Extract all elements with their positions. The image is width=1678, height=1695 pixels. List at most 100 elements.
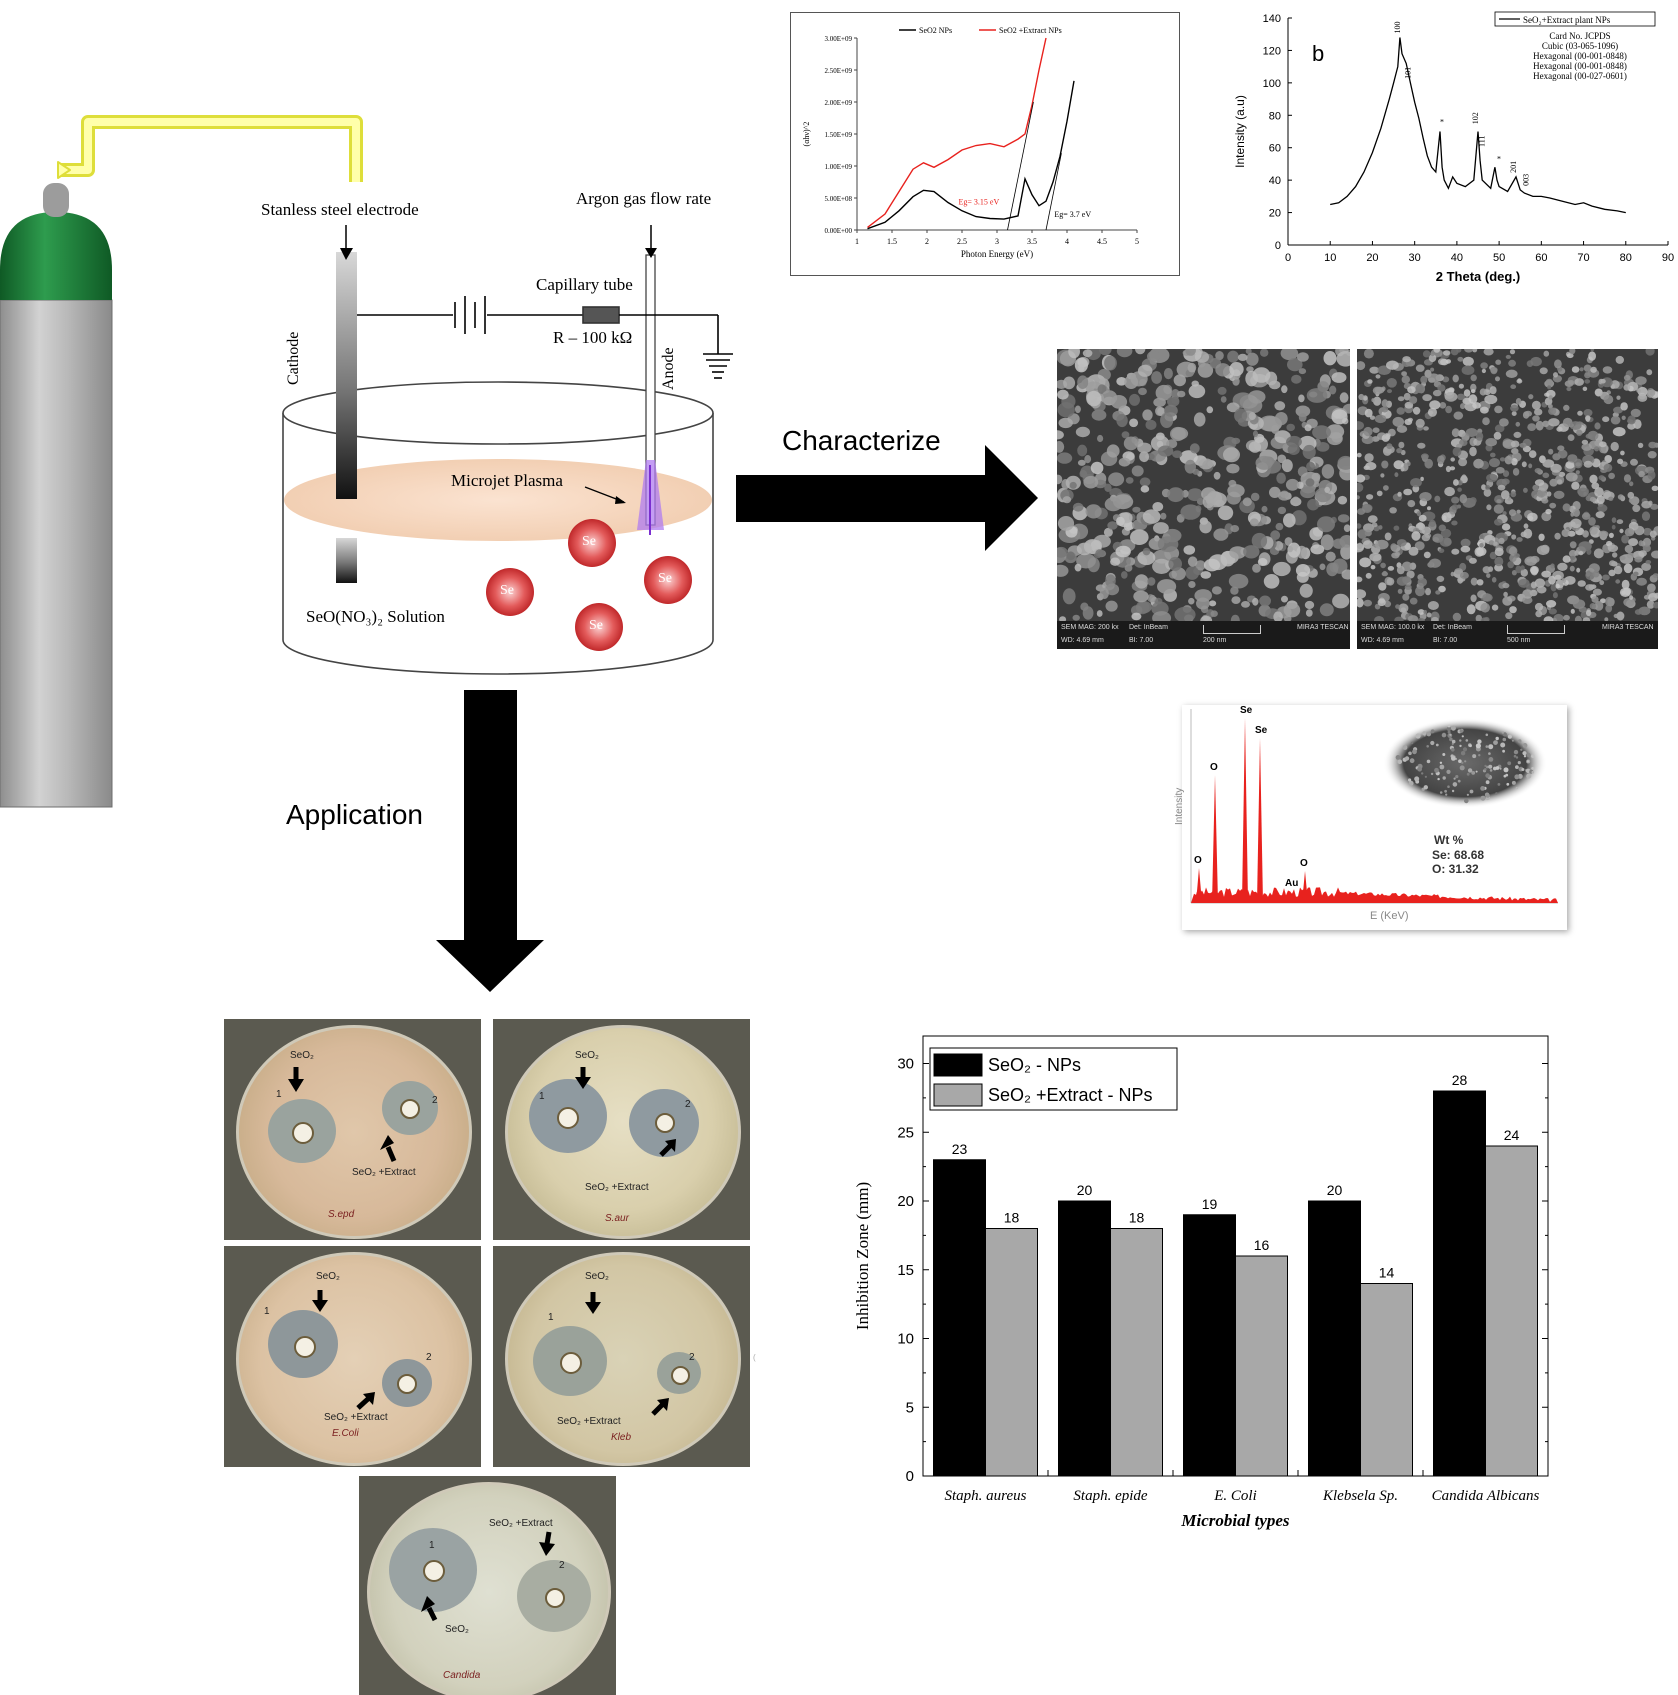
sem-grain [1585, 609, 1592, 617]
sem-grain [1528, 394, 1534, 400]
sem-grain [1619, 587, 1631, 597]
sem-grain [1057, 516, 1075, 531]
sem-grain [1173, 374, 1186, 387]
sem-grain [1227, 484, 1245, 498]
sem-grain [1611, 524, 1616, 530]
edx-inset-grain [1513, 749, 1519, 755]
sem-grain [1483, 349, 1494, 356]
sem-grain [1534, 408, 1543, 416]
sem-grain [1641, 562, 1651, 571]
sem-grain [1386, 443, 1393, 450]
sem-grain [1608, 569, 1616, 577]
sem-grain [1511, 570, 1517, 576]
sem-grain [1274, 412, 1288, 426]
sem-grain [1062, 588, 1076, 605]
tauc-legend-label: SeO2 NPs [919, 26, 952, 35]
sem-grain [1357, 482, 1364, 493]
sem-grain [1536, 586, 1547, 594]
edx-inset-grain [1459, 744, 1462, 748]
sem-grain [1445, 359, 1451, 364]
sem-grain [1484, 394, 1498, 405]
sem-grain [1472, 349, 1478, 353]
sem-grain [1458, 457, 1468, 467]
wt-se: Se: 68.68 [1432, 848, 1485, 862]
edx-inset-grain [1502, 749, 1505, 753]
sem-grain [1364, 408, 1373, 418]
sem-grain [1495, 376, 1500, 382]
xrd-peak-label: 100 [1393, 21, 1402, 33]
edx-inset-grain [1461, 761, 1464, 764]
sem-grain [1546, 389, 1556, 399]
sem-grain [1522, 589, 1533, 599]
sem-grain [1407, 386, 1416, 394]
se-particles [486, 519, 692, 651]
sem-grain [1396, 425, 1408, 433]
sem-grain [1635, 376, 1647, 385]
sem-grain [1193, 349, 1203, 356]
sem-grain [1494, 547, 1504, 557]
bar-legend-label: SeO₂ +Extract - NPs [988, 1085, 1153, 1105]
sem-grain [1409, 396, 1418, 404]
sem-grain [1329, 385, 1337, 395]
sem-grain [1543, 350, 1550, 357]
sem-grain [1428, 519, 1436, 527]
sem-grain [1589, 603, 1597, 610]
sem-grain [1101, 390, 1118, 405]
sem-grain [1357, 576, 1363, 583]
sem-grain [1598, 441, 1607, 448]
sem-grain [1396, 576, 1409, 586]
sem-grain [1357, 598, 1364, 608]
sem-grain [1386, 378, 1397, 388]
sem-grain [1252, 563, 1261, 573]
sem-grain [1248, 390, 1266, 404]
sem-grain [1417, 609, 1425, 615]
sem-grain [1449, 466, 1456, 471]
edx-inset-grain [1513, 754, 1517, 758]
edx-inset-grain [1485, 745, 1489, 748]
xrd-x-tick-label: 70 [1577, 252, 1589, 264]
sem-grain [1402, 356, 1411, 363]
edx-inset-grain [1435, 743, 1439, 747]
bar-ylabel: Inhibition Zone (mm) [853, 1182, 872, 1330]
edx-inset-grain [1459, 765, 1465, 771]
sem-grain [1509, 509, 1517, 517]
sem-grain [1410, 478, 1422, 488]
edx-inset-grain [1495, 766, 1500, 770]
circuit [357, 296, 733, 379]
sem-grain [1152, 502, 1164, 512]
tauc-y-tick-label: 5.00E+08 [825, 195, 853, 203]
sem-grain [1116, 349, 1133, 358]
edx-inset-grain [1515, 787, 1518, 790]
sem-grain [1103, 527, 1113, 537]
edx-inset-grain [1439, 764, 1445, 770]
edx-inset-grain [1488, 752, 1491, 755]
sem-grain [1548, 403, 1553, 409]
sem-grain [1408, 546, 1419, 556]
sem-grain [1369, 552, 1382, 562]
edx-peak [1287, 891, 1293, 903]
edx-inset-grain [1423, 785, 1428, 790]
sem-grain [1480, 406, 1489, 414]
sem-grain [1395, 604, 1400, 609]
sem-grain [1180, 504, 1201, 520]
sem-grain [1090, 461, 1104, 475]
sem-grain [1473, 458, 1484, 469]
sem-grain [1539, 367, 1548, 375]
edx-peak [1196, 868, 1202, 903]
edx-inset-grain [1408, 778, 1412, 782]
sem-grain [1591, 482, 1600, 490]
edx-inset-grain [1441, 732, 1447, 738]
sem-grain [1581, 439, 1589, 445]
tauc-xlabel: Photon Energy (eV) [961, 249, 1033, 259]
sem-grain [1493, 431, 1502, 440]
sem-grain [1249, 518, 1259, 527]
edx-inset-grain [1408, 751, 1412, 756]
sem-grain [1583, 409, 1593, 417]
sem-grain [1502, 470, 1510, 477]
edx-inset-grain [1507, 734, 1512, 739]
sem-grain [1514, 553, 1520, 559]
sem-grain [1632, 504, 1641, 513]
sem-grain [1542, 420, 1550, 427]
sem-grain [1283, 602, 1301, 618]
sem-grain [1283, 513, 1296, 528]
